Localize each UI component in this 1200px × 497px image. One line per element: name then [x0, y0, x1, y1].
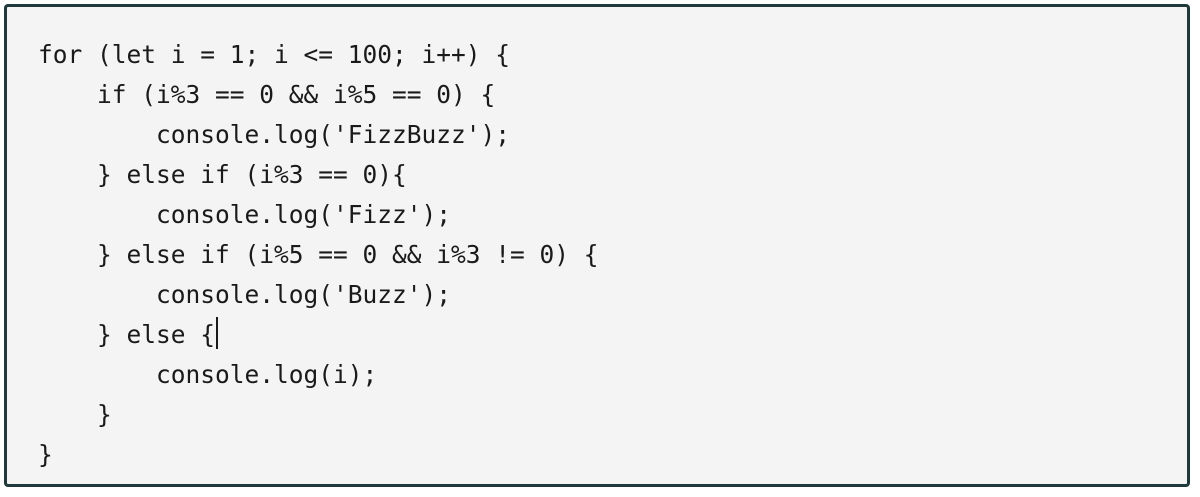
code-line-2: if (i%3 == 0 && i%5 == 0) {	[38, 80, 496, 109]
code-line-6: } else if (i%5 == 0 && i%3 != 0) {	[38, 240, 599, 269]
code-line-9: console.log(i);	[38, 360, 378, 389]
code-line-5: console.log('Fizz');	[38, 200, 452, 229]
code-line-1: for (let i = 1; i <= 100; i++) {	[38, 40, 511, 69]
code-editor[interactable]: for (let i = 1; i <= 100; i++) { if (i%3…	[4, 4, 1190, 487]
code-text-area[interactable]: for (let i = 1; i <= 100; i++) { if (i%3…	[38, 35, 599, 475]
code-line-4: } else if (i%3 == 0){	[38, 160, 407, 189]
code-line-10: }	[38, 400, 112, 429]
code-line-8: } else {	[38, 315, 599, 355]
code-line-8-text: } else {	[38, 320, 216, 349]
code-line-11: }	[38, 440, 53, 469]
text-cursor	[216, 317, 219, 349]
code-line-3: console.log('FizzBuzz');	[38, 120, 511, 149]
code-line-7: console.log('Buzz');	[38, 280, 452, 309]
